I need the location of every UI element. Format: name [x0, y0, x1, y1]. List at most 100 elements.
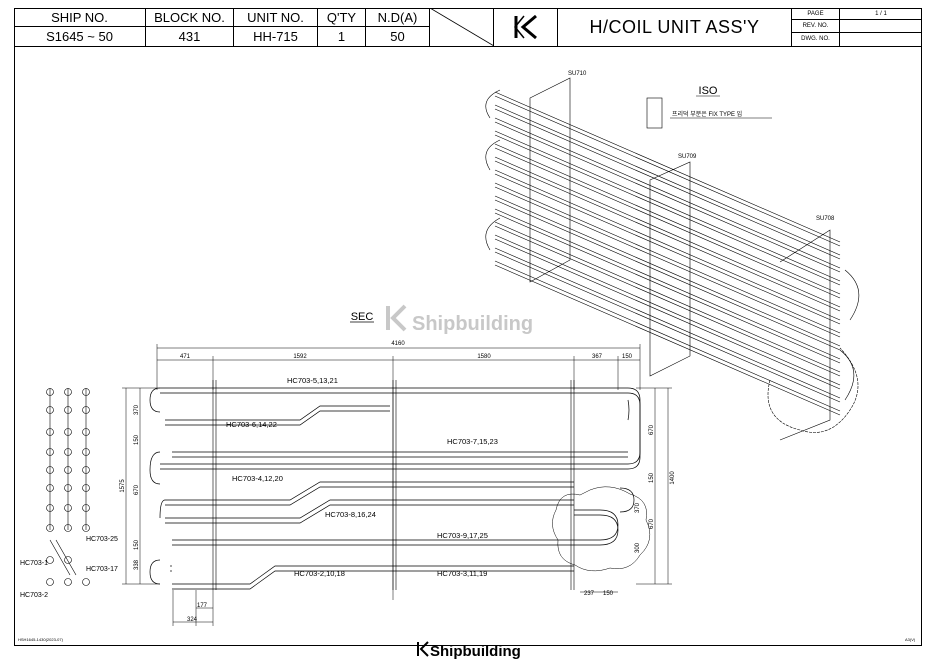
pipe-bend: [149, 559, 161, 585]
nd-value: 50: [366, 27, 430, 46]
iso-tube: [494, 264, 841, 416]
dim-bottom-4: 150: [603, 591, 614, 597]
ship-no-value: S1645 ~ 50: [14, 27, 146, 46]
iso-note: 프리덕 부분은 FIX TYPE 임: [672, 110, 742, 118]
pipe-run-inner: [160, 392, 641, 470]
pipe-run-inner: [172, 570, 574, 590]
pipe-label-5: HC703-8,16,24: [325, 510, 376, 519]
page-value: 1 / 1: [840, 8, 922, 20]
pipe-run-inner: [165, 410, 390, 426]
iso-tube: [494, 208, 841, 360]
title-diagonal-cell: [430, 8, 494, 46]
pipe-label-4: HC703-4,12,20: [232, 474, 283, 483]
iso-tag-2: SU709: [678, 154, 697, 160]
iso-tube: [494, 173, 841, 325]
dim-left-1: 370: [134, 404, 140, 415]
side-label-3: HC703-17: [86, 566, 118, 573]
side-pipe-circle: [46, 578, 54, 586]
ship-no-label: SHIP NO.: [14, 8, 146, 27]
drawing-title: H/COIL UNIT ASS'Y: [558, 8, 792, 46]
dim-right-4: 370: [635, 502, 641, 513]
dim-right-6: 300: [635, 542, 641, 553]
pipe-run: [172, 565, 574, 585]
iso-tube: [494, 160, 841, 312]
iso-tube: [494, 95, 841, 247]
pipe-label-2: HC703-6,14,22: [226, 420, 277, 429]
iso-tube: [494, 238, 841, 390]
iso-tube: [494, 234, 841, 386]
iso-tag-3: SU708: [816, 216, 835, 222]
pipe-label-8: HC703-3,11,19: [437, 569, 487, 578]
watermark: Shipbuilding: [386, 304, 533, 335]
iso-tube: [494, 147, 841, 299]
dim-top-2: 1592: [293, 354, 307, 360]
dim-right-3: 1400: [670, 471, 676, 485]
page-label: PAGE: [792, 8, 840, 20]
block-no-label: BLOCK NO.: [146, 8, 234, 27]
unit-no-value: HH-715: [234, 27, 318, 46]
sec-view: SEC: [120, 311, 676, 626]
footer-left-code: HSH1645-1430(2023-07): [18, 637, 64, 642]
iso-tube: [494, 169, 841, 321]
dim-top-6: 150: [622, 354, 633, 360]
iso-tube: [494, 199, 841, 351]
iso-tube: [494, 134, 841, 286]
iso-tube: [494, 156, 841, 308]
dim-left-6: 338: [134, 559, 140, 570]
dim-right-1: 670: [649, 424, 655, 435]
qty-label: Q'TY: [318, 8, 366, 27]
iso-tube: [494, 91, 841, 243]
iso-tube: [494, 212, 841, 364]
pipe-run: [165, 499, 574, 519]
dim-bottom-2: 324: [187, 617, 198, 623]
iso-tube: [494, 186, 841, 338]
pipe-run-inner: [172, 514, 619, 546]
side-pipe-circle: [64, 556, 72, 564]
pipe-run: [165, 405, 390, 421]
rev-no-label: REV. NO.: [792, 20, 840, 33]
dim-bottom-3: 237: [584, 591, 595, 597]
dim-right-5: 670: [649, 518, 655, 529]
iso-tube: [494, 195, 841, 347]
iso-tube: [494, 247, 841, 399]
nd-label: N.D(A): [366, 8, 430, 27]
qty-value: 1: [318, 27, 366, 46]
pipe-bend: [619, 399, 635, 513]
side-pipe-circle: [46, 556, 54, 564]
pipe-run-inner: [165, 486, 574, 506]
unit-no-label: UNIT NO.: [234, 8, 318, 27]
rev-no-value: [840, 20, 922, 33]
iso-tube: [494, 121, 841, 273]
company-logo: [494, 8, 558, 46]
side-pipe-circle: [82, 578, 90, 586]
pipe-label-6: HC703-9,17,25: [437, 531, 488, 540]
iso-tube: [494, 182, 841, 334]
title-block: SHIP NO. S1645 ~ 50 BLOCK NO. 431 UNIT N…: [14, 8, 922, 47]
side-label-1: HC703-25: [86, 536, 118, 543]
side-label-4: HC703-2: [20, 592, 48, 599]
side-diagonal-pipe: [49, 539, 77, 576]
iso-tube: [494, 225, 841, 377]
iso-tube: [494, 104, 841, 256]
dim-top-5: 367: [592, 354, 603, 360]
iso-tube: [494, 260, 841, 412]
dim-right-2: 150: [649, 472, 655, 483]
iso-tube: [494, 108, 841, 260]
dim-left-3: 1575: [120, 479, 126, 493]
footer-brand: Shipbuilding: [417, 641, 521, 660]
pipe-bend: [149, 451, 161, 485]
iso-tube: [494, 221, 841, 373]
pipe-label-3: HC703-7,15,23: [447, 437, 498, 446]
iso-title: ISO: [699, 85, 718, 97]
footer-brand-text: Shipbuilding: [430, 643, 521, 660]
iso-tube: [494, 251, 841, 403]
dim-top-4: 1580: [477, 354, 491, 360]
side-pipe-circle: [64, 578, 72, 586]
side-label-2: HC703-1: [20, 560, 48, 567]
dim-left-2: 150: [134, 434, 140, 445]
watermark-text: Shipbuilding: [412, 313, 533, 335]
iso-view: ISO 프리덕 부분은 FIX TYPE 임 SU710 SU709 SU708: [485, 71, 860, 441]
sec-title: SEC: [351, 311, 374, 323]
dwg-no-label: DWG. NO.: [792, 33, 840, 46]
